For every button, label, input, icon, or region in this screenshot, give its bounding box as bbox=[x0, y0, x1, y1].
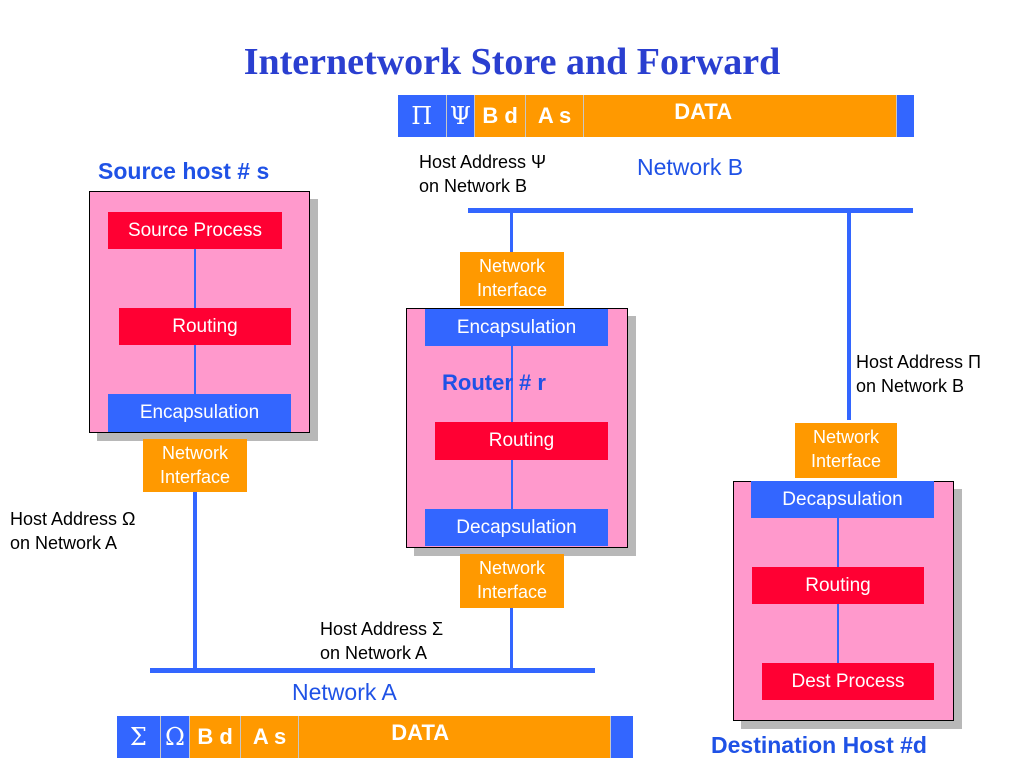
destination-address-line1: Host Address Π bbox=[856, 352, 982, 372]
router-host-address-sigma: Host Address Σ on Network A bbox=[320, 617, 443, 665]
source-routing-block: Routing bbox=[119, 308, 291, 345]
packet-src-field: A s bbox=[525, 95, 585, 137]
router-bottom-network-interface: Network Interface bbox=[460, 554, 564, 608]
network-b-bus bbox=[468, 208, 913, 213]
destination-host-address-pi: Host Address Π on Network B bbox=[856, 350, 981, 398]
router-bottom-interface-line1: Network bbox=[478, 558, 545, 578]
source-address-line1: Host Address Ω bbox=[10, 509, 136, 529]
destination-interface-line1: Network bbox=[812, 427, 879, 447]
router-routing-block: Routing bbox=[435, 422, 608, 460]
packet-data-label: DATA bbox=[674, 99, 733, 124]
network-b-label: Network B bbox=[637, 154, 744, 180]
router-downlink bbox=[510, 608, 513, 672]
router-top-interface-line1: Network bbox=[478, 256, 545, 276]
destination-routing-block: Routing bbox=[752, 567, 924, 604]
router-bottom-address-line1: Host Address Σ bbox=[320, 619, 444, 639]
router-top-address-line1: Host Address Ψ bbox=[419, 152, 547, 172]
router-top-network-interface: Network Interface bbox=[460, 252, 564, 306]
router-encapsulation-block: Encapsulation bbox=[425, 309, 608, 346]
packet-data-label: DATA bbox=[391, 720, 450, 745]
destination-uplink bbox=[847, 212, 851, 420]
packet-header-psi: Ψ bbox=[446, 95, 476, 137]
source-drop-line bbox=[193, 492, 197, 672]
destination-address-line2: on Network B bbox=[856, 376, 965, 396]
packet-dest-field: B d bbox=[475, 95, 526, 137]
destination-process-block: Dest Process bbox=[762, 663, 934, 700]
packet-data-field: DATA bbox=[299, 716, 612, 758]
router-heading: Router # r bbox=[442, 370, 546, 395]
source-host-address-omega: Host Address Ω on Network A bbox=[10, 507, 136, 555]
destination-host-heading: Destination Host #d bbox=[711, 732, 927, 758]
destination-network-interface: Network Interface bbox=[795, 423, 897, 478]
packet-trailer bbox=[611, 716, 633, 758]
network-a-label: Network A bbox=[292, 679, 397, 705]
network-a-bus bbox=[150, 668, 595, 673]
router-bottom-address-line2: on Network A bbox=[320, 643, 428, 663]
packet-network-b: Π Ψ B d A s DATA bbox=[398, 95, 914, 137]
destination-decapsulation-block: Decapsulation bbox=[751, 481, 934, 518]
packet-dest-field: B d bbox=[190, 716, 241, 758]
source-host-heading: Source host # s bbox=[98, 158, 270, 184]
packet-header-pi: Π bbox=[398, 95, 447, 137]
router-top-address-line2: on Network B bbox=[419, 176, 528, 196]
router-host-address-psi: Host Address Ψ on Network B bbox=[419, 150, 546, 198]
router-decapsulation-block: Decapsulation bbox=[425, 509, 608, 546]
packet-trailer bbox=[897, 95, 914, 137]
router-uplink bbox=[510, 212, 513, 252]
packet-data-field: DATA bbox=[584, 95, 898, 137]
router-top-interface-line2: Interface bbox=[476, 280, 548, 300]
source-process-block: Source Process bbox=[108, 212, 282, 249]
packet-header-omega: Ω bbox=[160, 716, 191, 758]
source-encapsulation-block: Encapsulation bbox=[108, 394, 291, 432]
source-network-interface: Network Interface bbox=[143, 439, 247, 492]
source-interface-line1: Network bbox=[161, 443, 228, 463]
packet-src-field: A s bbox=[240, 716, 300, 758]
packet-network-a: Σ Ω B d A s DATA bbox=[117, 716, 633, 758]
router-bottom-interface-line2: Interface bbox=[476, 582, 548, 602]
source-address-line2: on Network A bbox=[10, 533, 118, 553]
destination-interface-line2: Interface bbox=[810, 451, 882, 471]
source-interface-line2: Interface bbox=[159, 467, 231, 487]
page-title: Internetwork Store and Forward bbox=[243, 41, 781, 83]
packet-header-sigma: Σ bbox=[117, 716, 161, 758]
